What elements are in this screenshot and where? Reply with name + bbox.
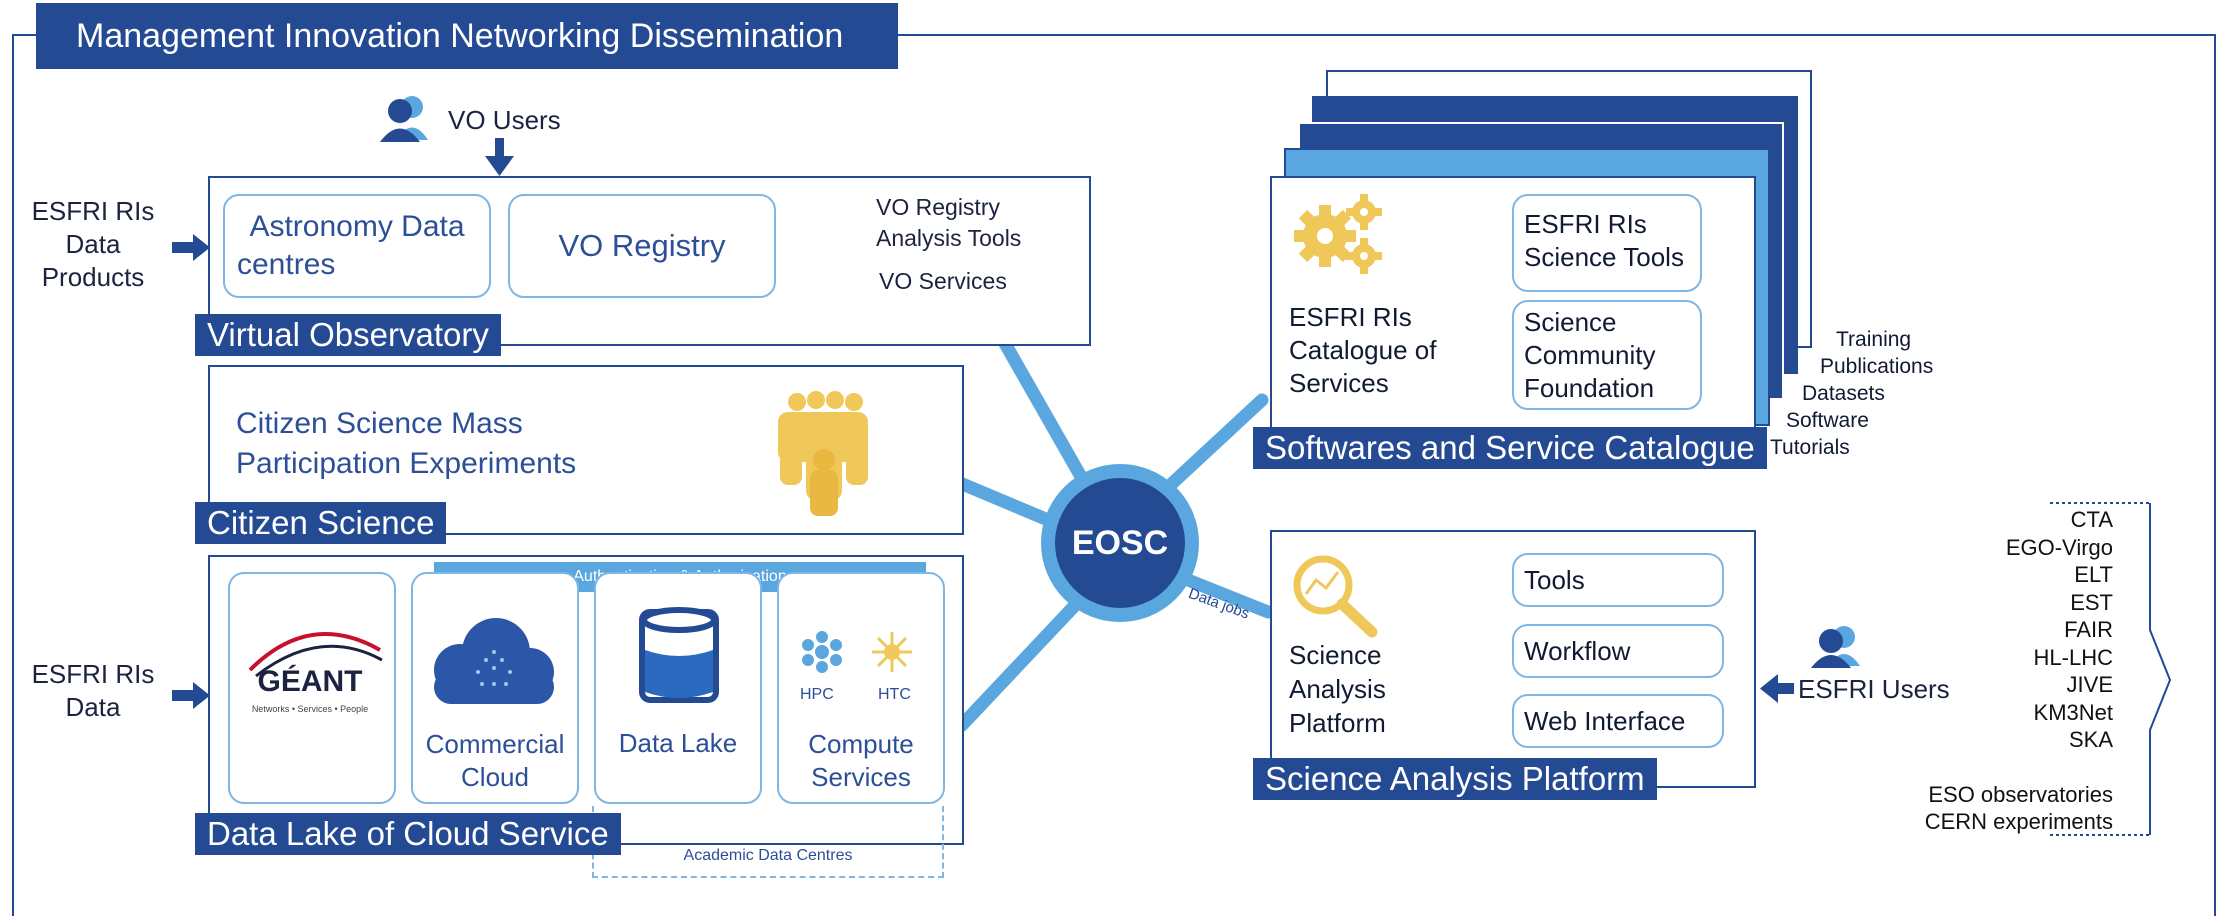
esfri-top-arrow-head	[193, 234, 210, 261]
hpc-label: HPC	[800, 686, 834, 703]
academic-data-centres-label: Academic Data Centres	[683, 847, 853, 864]
eosc-hub	[1041, 464, 1199, 622]
esfri-bottom-arrow-head	[193, 682, 210, 709]
cloud-line2: Cloud	[461, 762, 529, 792]
analysis-left-line3: Platform	[1289, 708, 1386, 738]
analysis-left-text: Science Analysis Platform	[1289, 638, 1386, 740]
community-line3: Foundation	[1524, 373, 1655, 403]
esfri-top-arrow-shaft	[172, 242, 196, 253]
citizen-science-tag: Citizen Science	[195, 502, 447, 544]
connector-analysis	[1181, 573, 1275, 619]
esfri-users-arrow-head	[1760, 674, 1778, 703]
science-tools-line2: Science Tools	[1524, 242, 1684, 272]
citizen-science-text: Citizen Science Mass Participation Exper…	[236, 404, 576, 484]
ri-item-elt: ELT	[2074, 562, 2113, 587]
ri-item-ego-virgo: EGO-Virgo	[2005, 534, 2113, 560]
data-lake-tag: Data Lake of Cloud Service	[195, 813, 621, 855]
catalogue-left-line2: Catalogue of	[1289, 335, 1437, 365]
connector-layer	[172, 96, 2172, 836]
ri-item-hl-lhc: HL-LHC	[2033, 644, 2113, 670]
catalogue-left-text: ESFRI RIs Catalogue of Services	[1289, 301, 1436, 400]
vo-text-line1: VO Registry	[876, 194, 1000, 220]
ri-item-km3net: KM3Net	[2033, 699, 2113, 725]
stack-label-training: Training	[1836, 328, 1912, 351]
compute-services-box[interactable]	[777, 572, 945, 804]
vo-services-text: VO Registry Analysis Tools VO Services	[876, 192, 1021, 297]
academic-data-centres-bracket	[592, 806, 944, 878]
vo-users-arrow-shaft	[495, 138, 504, 158]
esfri-data-label: ESFRI RIs Data	[30, 658, 156, 724]
esfri-top-line1: ESFRI RIs	[31, 196, 155, 226]
tools-box[interactable]: Tools	[1512, 553, 1724, 607]
compute-services-label: Compute Services	[777, 728, 945, 794]
vo-users-icon	[380, 96, 428, 142]
ri-item-cta: CTA	[2070, 507, 2113, 532]
esfri-top-line3: Products	[41, 262, 145, 292]
science-tools-box[interactable]: ESFRI RIs Science Tools	[1512, 194, 1702, 292]
community-line2: Community	[1524, 340, 1656, 370]
astronomy-line1: Astronomy Data	[249, 210, 465, 243]
ri-item-jive: JIVE	[2066, 672, 2113, 697]
vo-registry-box[interactable]: VO Registry	[508, 194, 776, 298]
stack-label-publications: Publications	[1820, 355, 1934, 378]
cloud-line1: Commercial	[425, 729, 565, 759]
geant-name: GÉANT	[257, 665, 363, 698]
esfri-data-products-label: ESFRI RIs Data Products	[30, 195, 156, 294]
astronomy-line2: centres	[237, 248, 336, 281]
geant-subtitle: Networks • Services • People	[251, 704, 369, 714]
data-lake-label: Data Lake	[618, 728, 738, 758]
astronomy-data-centres-box[interactable]: Astronomy Data centres	[223, 194, 491, 298]
esfri-top-line2: Data	[65, 229, 121, 259]
science-community-foundation-box[interactable]: Science Community Foundation	[1512, 300, 1702, 410]
vo-users-label: VO Users	[448, 105, 561, 135]
compute-line1: Compute	[808, 729, 914, 759]
ri-item-cern: CERN experiments	[1924, 809, 2113, 834]
analysis-left-line2: Analysis	[1289, 674, 1386, 704]
citizen-line2: Participation Experiments	[236, 447, 577, 480]
esfri-bottom-line2: Data	[65, 692, 121, 722]
esfri-bottom-arrow-shaft	[172, 690, 196, 701]
eosc-label: EOSC	[1071, 523, 1169, 562]
arrows	[172, 138, 1794, 709]
geant-box[interactable]	[228, 572, 396, 804]
ri-item-fair: FAIR	[2064, 617, 2113, 642]
connector-datalake	[955, 593, 1087, 732]
esfri-bottom-line1: ESFRI RIs	[31, 659, 155, 689]
htc-label: HTC	[878, 686, 911, 703]
catalogue-left-line3: Services	[1289, 368, 1389, 398]
ri-list-bracket	[2050, 502, 2172, 836]
stack-label-datasets: Datasets	[1802, 382, 1885, 405]
catalogue-left-line1: ESFRI RIs	[1289, 302, 1412, 332]
vo-users-arrow-head	[485, 156, 514, 176]
connector-citizen	[953, 476, 1067, 532]
citizen-line1: Citizen Science Mass	[236, 407, 523, 440]
esfri-users-label: ESFRI Users	[1798, 674, 1950, 704]
analysis-platform-tag: Science Analysis Platform	[1253, 758, 1657, 800]
ri-item-est: EST	[2070, 589, 2113, 615]
data-lake-box[interactable]	[594, 572, 762, 804]
commercial-cloud-label: Commercial Cloud	[411, 728, 579, 794]
stack-label-software: Software	[1786, 409, 1869, 432]
ri-list: CTA EGO-Virgo ELT EST FAIR HL-LHC JIVE K…	[1900, 506, 2113, 836]
outer-frame	[12, 34, 2216, 916]
vo-text-line3: VO Services	[879, 268, 1007, 294]
vo-text-line2: Analysis Tools	[876, 225, 1022, 251]
workflow-box[interactable]: Workflow	[1512, 624, 1724, 678]
ri-item-ska: SKA	[2068, 727, 2113, 752]
catalogue-tag: Softwares and Service Catalogue	[1253, 427, 1767, 469]
analysis-left-line1: Science	[1289, 640, 1382, 670]
science-tools-line1: ESFRI RIs	[1524, 209, 1647, 239]
ri-item-eso: ESO observatories	[1928, 781, 2113, 807]
esfri-users-arrow-shaft	[1776, 683, 1794, 694]
community-line1: Science	[1524, 307, 1617, 337]
connector-catalogue	[1158, 393, 1269, 497]
stack-label-tutorials: Tutorials	[1770, 436, 1850, 459]
compute-line2: Services	[811, 762, 911, 792]
virtual-observatory-tag: Virtual Observatory	[195, 314, 501, 356]
esfri-users-icon	[1811, 626, 1860, 668]
header-title: Management Innovation Networking Dissemi…	[36, 3, 898, 69]
web-interface-box[interactable]: Web Interface	[1512, 694, 1724, 748]
